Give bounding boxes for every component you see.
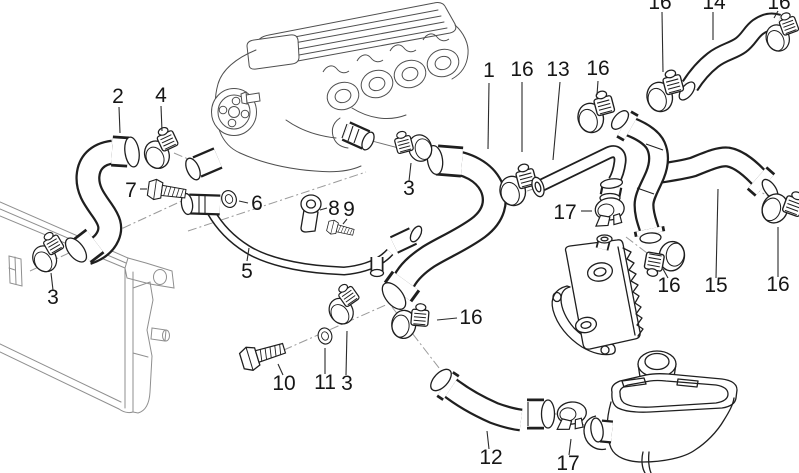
engine	[185, 2, 469, 181]
callout-label-8: 8	[328, 197, 340, 220]
callout-label-2: 2	[112, 85, 124, 108]
engine-block-bottom	[239, 152, 362, 173]
callout-label-6: 6	[251, 192, 263, 215]
callout-label-14: 14	[702, 0, 726, 14]
hose-clamp-17	[554, 400, 589, 431]
callout-label-16: 16	[657, 274, 680, 297]
callout-label-15: 15	[704, 274, 727, 297]
assembly-axis-lines	[29, 140, 799, 429]
callout-label-9: 9	[343, 198, 355, 221]
callout-label-10: 10	[272, 372, 295, 395]
callout-labels: 2 4 7 6 8 9 5 3 1 16 13 16 3 17 16 15 16…	[47, 0, 791, 473]
bolt-10	[237, 336, 289, 374]
valve-cover-cap	[246, 34, 300, 70]
callout-label-16: 16	[510, 58, 533, 81]
radiator	[0, 201, 175, 414]
water-hose-12	[430, 368, 556, 432]
expansion-tank-top	[611, 373, 738, 413]
callout-label-17: 17	[556, 452, 579, 473]
expansion-tank	[583, 350, 738, 473]
callout-label-7: 7	[125, 179, 137, 202]
water-hose-15	[610, 110, 779, 244]
water-hose-14	[678, 12, 781, 101]
intake-port	[390, 55, 430, 93]
callout-label-1: 1	[483, 59, 495, 82]
callout-label-3: 3	[47, 286, 59, 309]
hose-clamp-3	[319, 280, 369, 330]
callout-label-11: 11	[314, 371, 336, 394]
pipe-5-end-sleeve	[389, 225, 423, 254]
pump-stud	[245, 92, 261, 104]
intake-port	[357, 65, 397, 103]
callout-label-12: 12	[479, 446, 502, 469]
hose-clamp-16	[640, 67, 689, 116]
water-pipe-5	[180, 192, 394, 278]
callout-label-4: 4	[155, 84, 167, 107]
hose-clamp-4	[136, 123, 186, 174]
washer-6	[218, 187, 240, 211]
engine-outlet-snout	[331, 117, 375, 151]
water-hose-1	[381, 144, 507, 310]
radiator-top-mount	[124, 257, 175, 289]
radiator-hose-2	[64, 135, 140, 265]
engine-water-outlet	[185, 147, 223, 181]
callout-label-3: 3	[403, 177, 415, 200]
callout-leaders	[50, 10, 779, 456]
hose-clamp-16	[571, 88, 620, 137]
screw-9	[325, 218, 356, 240]
radiator-side-stud	[150, 327, 167, 342]
callout-label-16: 16	[766, 273, 789, 296]
callout-label-13: 13	[546, 58, 569, 81]
callout-label-16: 16	[586, 57, 609, 80]
water-pipe-13	[531, 145, 627, 204]
callout-label-5: 5	[241, 260, 253, 283]
hose-clamp-17	[591, 195, 627, 228]
callout-label-16: 16	[648, 0, 671, 14]
holder-8	[300, 194, 322, 233]
callout-label-16: 16	[767, 0, 790, 14]
intake-port	[323, 77, 363, 115]
callout-label-17: 17	[553, 201, 576, 224]
callout-label-16: 16	[459, 306, 482, 329]
callout-label-3: 3	[341, 372, 353, 395]
oil-cooler	[551, 234, 644, 356]
bolt-7	[146, 177, 188, 205]
